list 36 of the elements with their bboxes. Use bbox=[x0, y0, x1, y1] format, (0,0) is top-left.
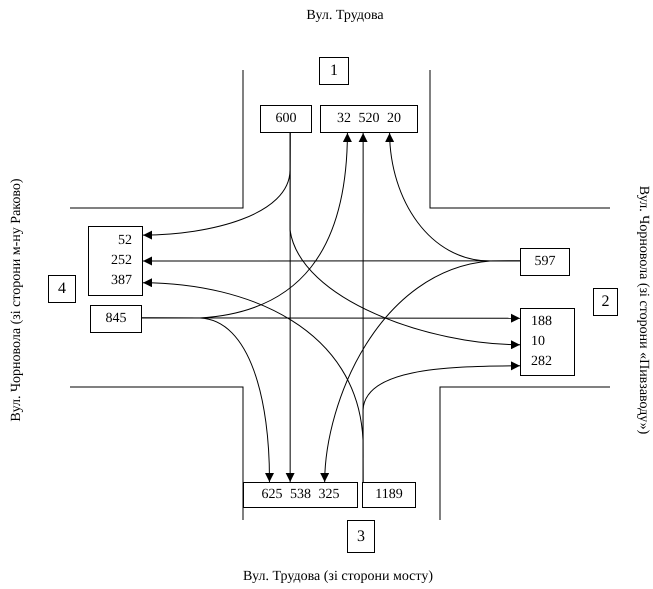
traffic-count-box bbox=[362, 482, 416, 508]
traffic-count: 625 538 325 bbox=[262, 488, 340, 502]
traffic-count-box bbox=[90, 305, 142, 333]
approach-number: 4 bbox=[58, 281, 66, 297]
street-name: Вул. Чорновола (зі сторони «Пивзаводу») bbox=[635, 186, 651, 434]
traffic-count-box bbox=[520, 248, 570, 276]
traffic-count-box bbox=[320, 105, 418, 133]
traffic-count: 282 bbox=[531, 353, 552, 371]
approach-number: 1 bbox=[330, 63, 338, 79]
traffic-count: 1189 bbox=[375, 488, 403, 502]
approach-number: 3 bbox=[357, 528, 365, 544]
traffic-flow-arrow bbox=[362, 361, 520, 482]
traffic-flow-arrow bbox=[142, 317, 274, 482]
traffic-count: 32 520 20 bbox=[337, 112, 401, 126]
traffic-count: 52 bbox=[118, 232, 132, 250]
traffic-count: 387 bbox=[111, 272, 132, 290]
traffic-count-box bbox=[243, 482, 358, 508]
traffic-count: 188 bbox=[531, 313, 552, 331]
approach-number-box bbox=[593, 288, 618, 316]
approach-number: 2 bbox=[602, 294, 610, 310]
traffic-count: 252 bbox=[111, 252, 132, 270]
traffic-count-box bbox=[520, 308, 575, 376]
traffic-count-box bbox=[260, 105, 312, 133]
approach-number-box bbox=[347, 520, 375, 553]
street-name: Вул. Трудова (зі сторони мосту) bbox=[243, 569, 433, 585]
approach-number-box bbox=[319, 57, 349, 85]
traffic-flow-arrow bbox=[290, 132, 520, 349]
street-name: Вул. Чорновола (зі сторони м-ну Раково) bbox=[9, 178, 25, 422]
traffic-count: 597 bbox=[534, 255, 556, 269]
approach-number-box bbox=[48, 275, 76, 303]
traffic-count-box bbox=[88, 226, 143, 296]
traffic-count: 600 bbox=[276, 112, 296, 126]
street-name: Вул. Трудова bbox=[306, 8, 384, 24]
traffic-flow-arrow bbox=[320, 260, 520, 482]
traffic-count: 845 bbox=[106, 312, 126, 326]
traffic-count: 10 bbox=[531, 333, 545, 351]
